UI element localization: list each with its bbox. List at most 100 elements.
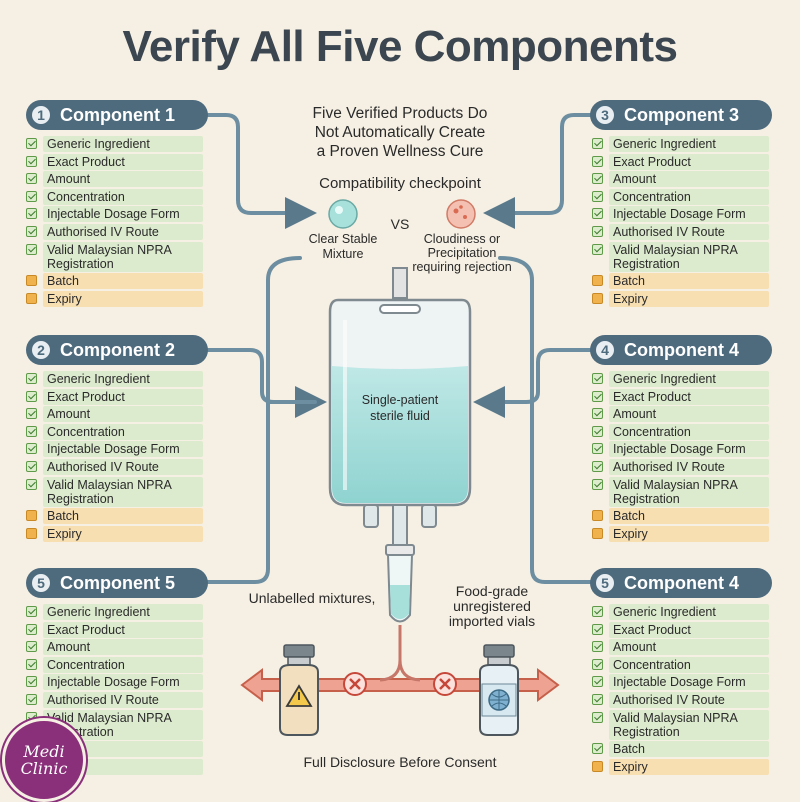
component-number-badge: 5 [594,572,616,594]
checklist-item: Generic Ingredient [26,604,236,620]
checklist-item: Injectable Dosage Form [592,441,800,458]
checkbox-pending-icon [592,275,603,287]
checkbox-checked-icon [26,243,37,255]
checklist-item: Batch [26,273,236,290]
checklist-item-label: Exact Product [609,388,769,405]
checklist-item: Concentration [26,423,236,440]
checkbox-checked-icon [592,743,603,755]
checkbox-checked-icon [26,478,37,490]
warning-arrow [240,659,560,702]
component-number-badge: 5 [30,572,52,594]
checklist-item-label: Valid Malaysian NPRA Registration [609,709,769,740]
checklist-item: Expiry [592,758,800,775]
checklist-item-label: Authorised IV Route [43,458,203,475]
connector-lines [206,113,594,584]
checkbox-checked-icon [26,460,37,472]
component-number-badge: 3 [594,104,616,126]
checklist-item: Amount [26,171,236,188]
checkbox-checked-icon [592,173,603,185]
page-title: Verify All Five Components [122,22,678,71]
checklist-item-label: Batch [43,508,203,525]
vs-label: VS [390,216,410,232]
checkbox-checked-icon [26,676,37,688]
checkbox-checked-icon [592,478,603,490]
checklist-item-label: Concentration [43,188,203,205]
checklist-item: Injectable Dosage Form [26,441,236,458]
checklist-item-label: Generic Ingredient [609,371,769,387]
checklist-item: Generic Ingredient [592,371,800,387]
footer-label: Full Disclosure Before Consent [303,754,497,770]
checklist-item-label: Generic Ingredient [609,136,769,152]
checkbox-checked-icon [592,373,603,384]
center-heading-line: Five Verified Products Do [312,105,488,122]
iv-bag-icon [328,267,472,660]
checklist-item: Authorised IV Route [592,691,800,708]
checklist-item: Authorised IV Route [26,458,236,475]
checklist-item-label: Expiry [609,290,769,307]
checkbox-pending-icon [592,760,603,772]
checklist-item: Exact Product [26,388,236,405]
checklist-item-label: Authorised IV Route [609,223,769,240]
checklist-item-label: Batch [609,273,769,290]
checklist-item: Generic Ingredient [26,136,236,152]
checklist-item: Concentration [592,188,800,205]
checklist-item: Concentration [26,656,236,673]
checkbox-checked-icon [592,390,603,402]
checkbox-checked-icon [26,225,37,237]
checklist-item-label: Exact Product [43,153,203,170]
checkbox-checked-icon [26,425,37,437]
checklist-item-label: Valid Malaysian NPRA Registration [43,241,203,272]
checklist-item: Concentration [26,188,236,205]
checkbox-checked-icon [26,693,37,705]
checklist-item-label: Authorised IV Route [43,223,203,240]
checklist-item-label: Batch [609,741,769,758]
checklist-item-label: Expiry [609,758,769,775]
checkbox-pending-icon [592,527,603,539]
checklist-item-label: Injectable Dosage Form [609,441,769,458]
checklist-item-label: Authorised IV Route [43,691,203,708]
checkbox-checked-icon [592,443,603,455]
checkbox-checked-icon [592,225,603,237]
checkbox-checked-icon [26,606,37,617]
checklist-item-label: Concentration [43,656,203,673]
checklist-item-label: Injectable Dosage Form [609,674,769,691]
checkbox-checked-icon [592,243,603,255]
checklist-item-label: Concentration [609,656,769,673]
checklist-item: Valid Malaysian NPRA Registration [592,241,800,272]
checklist-item-label: Generic Ingredient [43,136,203,152]
component-number-badge: 2 [30,339,52,361]
checklist-item-label: Amount [43,171,203,188]
checklist-item-label: Exact Product [609,621,769,638]
checkbox-checked-icon [592,693,603,705]
checkbox-checked-icon [26,208,37,220]
checklist-item-label: Concentration [43,423,203,440]
clear-mixture-icon [328,199,358,229]
checkbox-checked-icon [592,155,603,167]
checkbox-checked-icon [26,173,37,185]
checklist-item-label: Expiry [43,525,203,542]
checkbox-pending-icon [26,292,37,304]
checklist-item: Valid Malaysian NPRA Registration [592,709,800,740]
checklist-item: Batch [26,508,236,525]
checklist-item: Valid Malaysian NPRA Registration [26,241,236,272]
checklist-item-label: Injectable Dosage Form [43,674,203,691]
checklist-item-label: Concentration [609,423,769,440]
checklist-item: Generic Ingredient [592,604,800,620]
checklist-item: Authorised IV Route [592,458,800,475]
checkbox-checked-icon [592,138,603,149]
checklist-item-label: Injectable Dosage Form [43,206,203,223]
checklist-item-label: Exact Product [609,153,769,170]
checklist-item-label: Expiry [43,290,203,307]
checkbox-checked-icon [592,606,603,617]
component-number-badge: 4 [594,339,616,361]
checkbox-pending-icon [592,510,603,522]
